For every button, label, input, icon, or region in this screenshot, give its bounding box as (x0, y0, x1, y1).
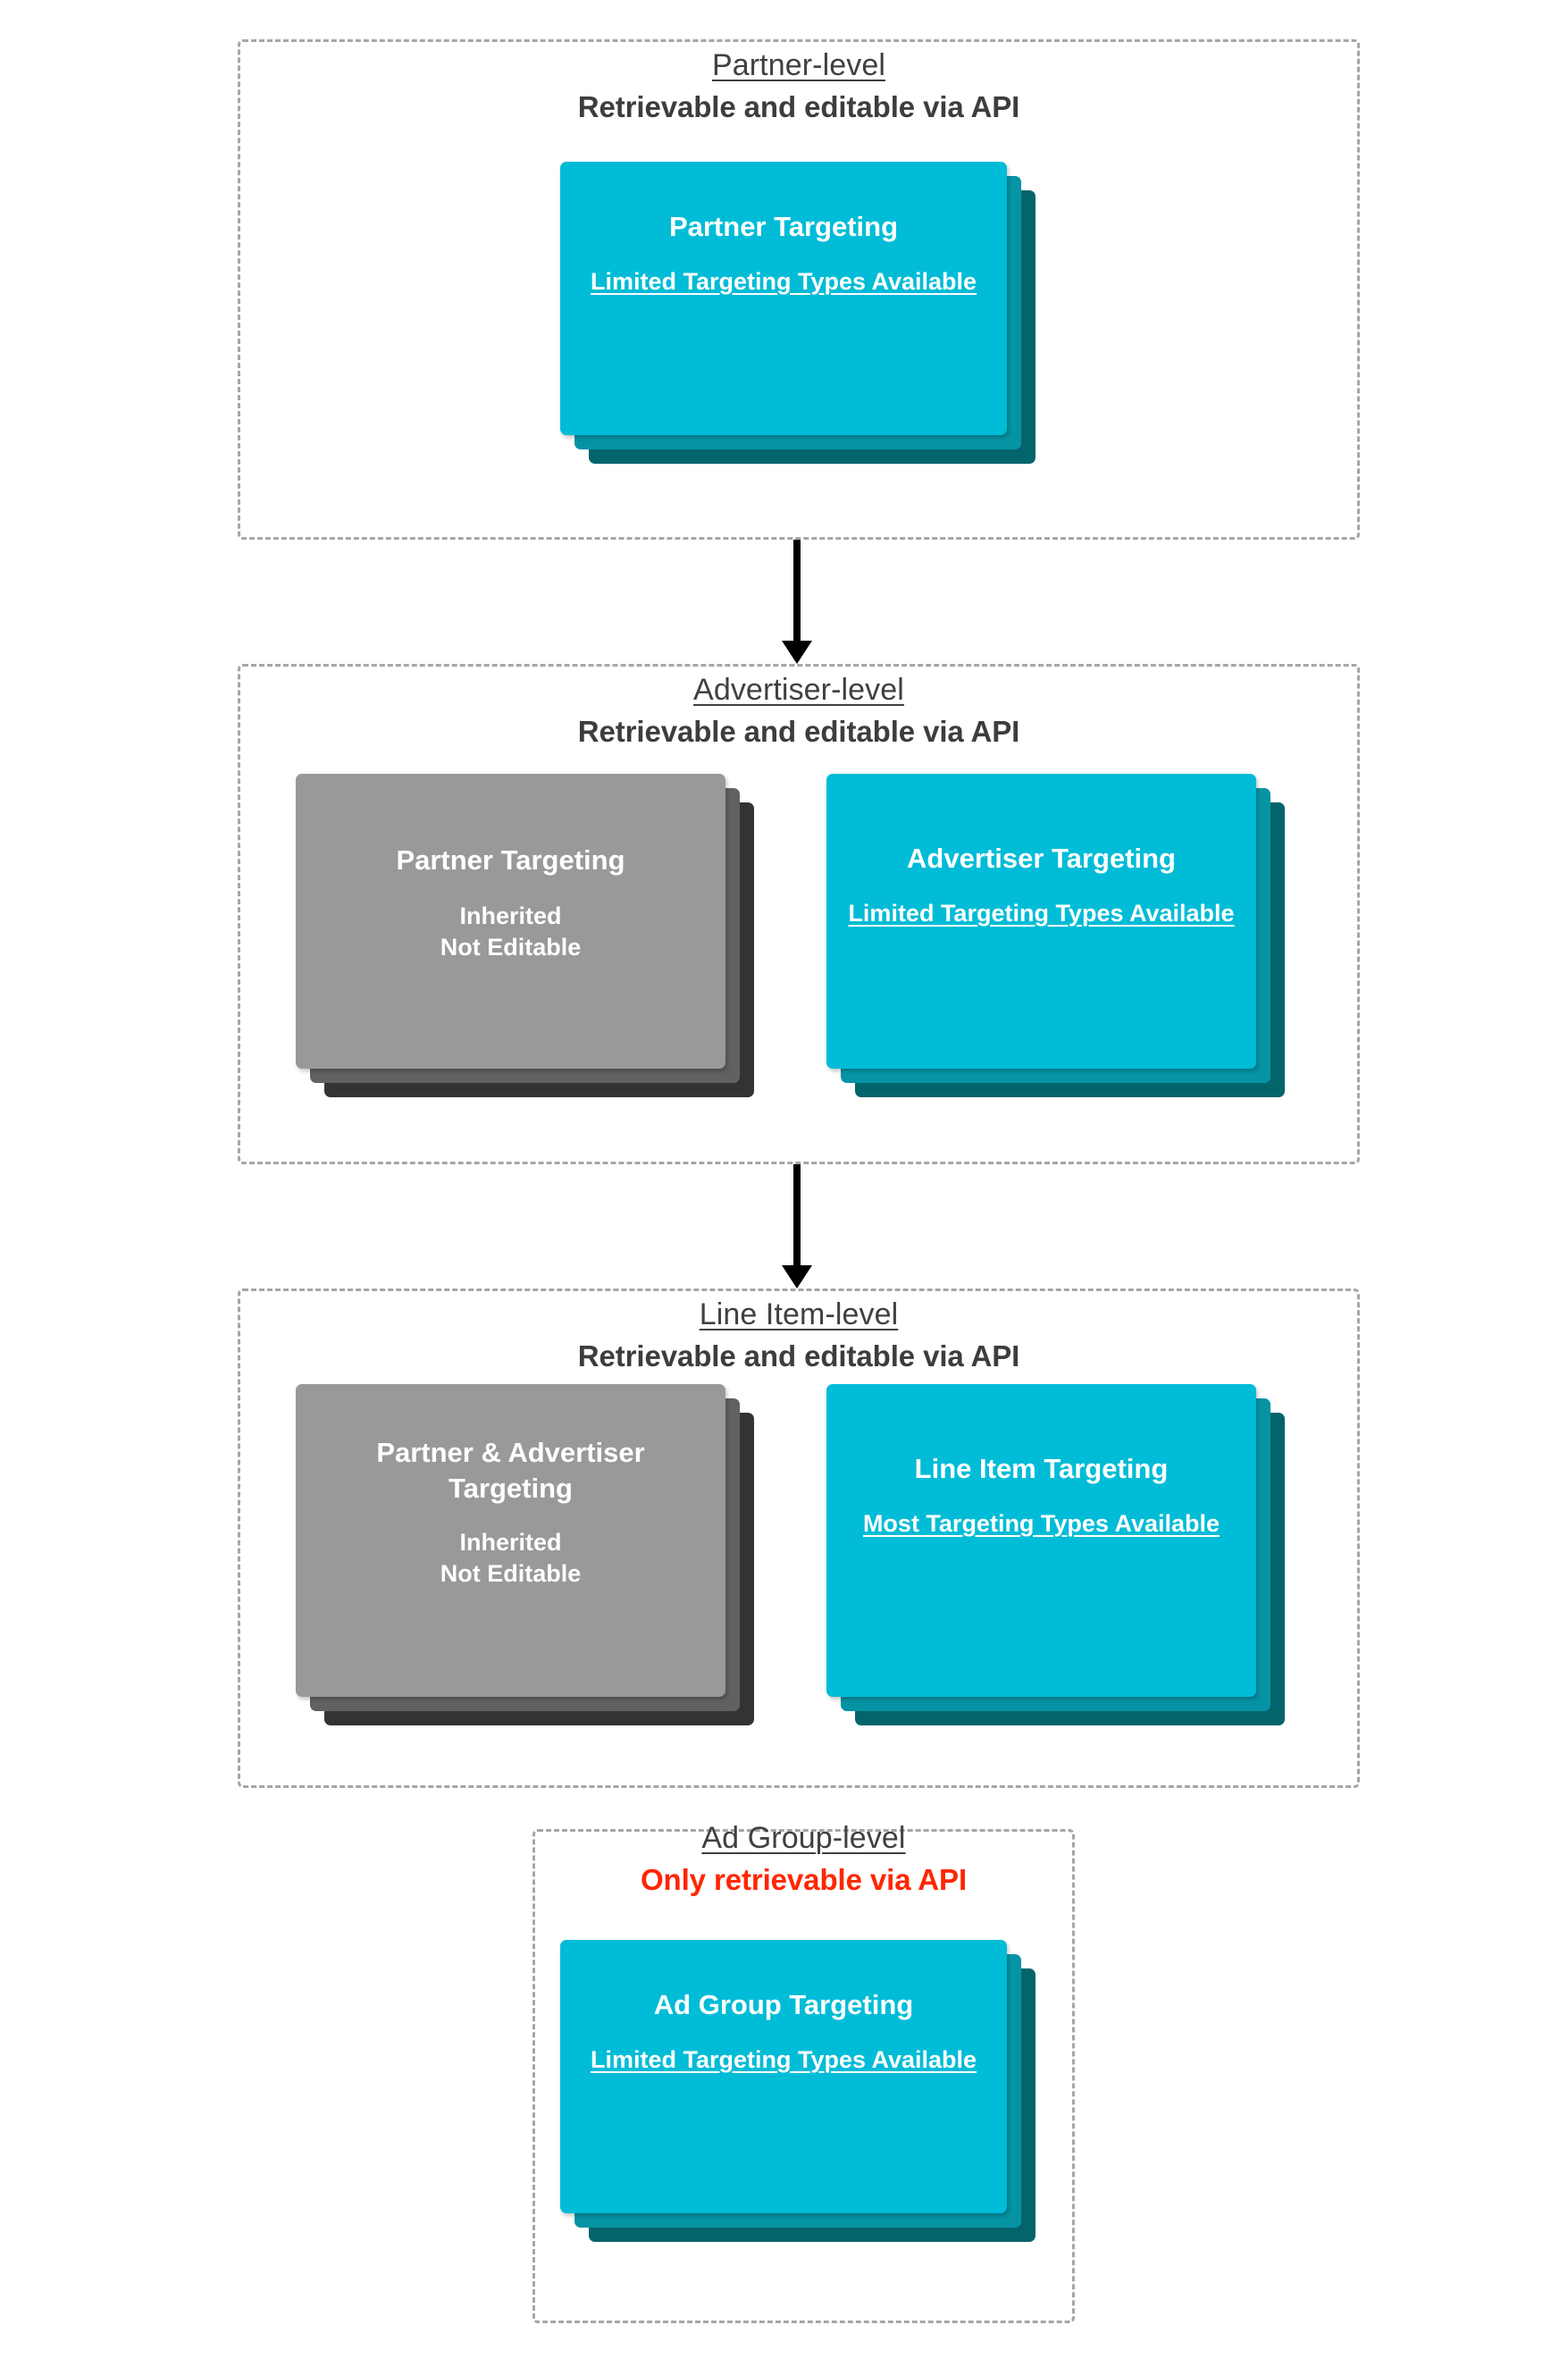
card-title: Partner Targeting (396, 844, 625, 876)
arrow-advertiser-to-line-item (782, 1164, 812, 1288)
card-title: Partner & Advertiser Targeting (376, 1437, 645, 1504)
card-subtitle: Limited Targeting Types Available (590, 2045, 977, 2073)
card-stack-line-item-inherited: Partner & Advertiser Targeting Inherited… (296, 1384, 754, 1725)
arrow-shaft (793, 540, 801, 641)
level-heading-partner: Partner-level Retrievable and editable v… (238, 46, 1360, 125)
arrow-partner-to-advertiser (782, 540, 812, 664)
card-inherited-partner-advertiser-targeting[interactable]: Partner & Advertiser Targeting Inherited… (296, 1384, 725, 1697)
card-title: Advertiser Targeting (907, 843, 1176, 874)
card-stack-line-item-targeting: Line Item Targeting Most Targeting Types… (826, 1384, 1285, 1725)
card-subtitle: Most Targeting Types Available (862, 1509, 1220, 1537)
level-heading-ad-group: Ad Group-level Only retrievable via API (532, 1819, 1075, 1898)
level-heading-line-item: Line Item-level Retrievable and editable… (238, 1296, 1360, 1374)
card-title: Partner Targeting (668, 211, 899, 242)
card-title: Line Item Targeting (914, 1453, 1169, 1484)
arrow-shaft (793, 1164, 801, 1265)
card-title: Ad Group Targeting (653, 1989, 914, 2020)
card-ad-group-targeting[interactable]: Ad Group Targeting Limited Targeting Typ… (560, 1940, 1007, 2213)
card-subtitle: Inherited Not Editable (440, 902, 582, 961)
level-title-ad-group: Ad Group-level (701, 1821, 906, 1855)
card-advertiser-targeting[interactable]: Advertiser Targeting Limited Targeting T… (826, 774, 1256, 1069)
level-api-note-line-item: Retrievable and editable via API (577, 1339, 1020, 1372)
card-line-item-targeting[interactable]: Line Item Targeting Most Targeting Types… (826, 1384, 1256, 1697)
level-api-note-advertiser: Retrievable and editable via API (577, 714, 1020, 748)
level-title-line-item: Line Item-level (699, 1297, 899, 1331)
arrow-head-icon (782, 1265, 812, 1288)
card-subtitle: Limited Targeting Types Available (848, 899, 1235, 927)
card-inherited-partner-targeting[interactable]: Partner Targeting Inherited Not Editable (296, 774, 725, 1069)
level-title-advertiser: Advertiser-level (693, 673, 904, 707)
card-subtitle: Limited Targeting Types Available (590, 267, 977, 295)
level-api-note-ad-group: Only retrievable via API (640, 1862, 968, 1896)
card-stack-ad-group-targeting: Ad Group Targeting Limited Targeting Typ… (560, 1940, 1036, 2242)
card-partner-targeting[interactable]: Partner Targeting Limited Targeting Type… (560, 162, 1007, 435)
level-heading-advertiser: Advertiser-level Retrievable and editabl… (238, 671, 1360, 750)
arrow-head-icon (782, 641, 812, 664)
level-api-note-partner: Retrievable and editable via API (577, 89, 1020, 123)
card-stack-advertiser-inherited: Partner Targeting Inherited Not Editable (296, 774, 754, 1097)
level-title-partner: Partner-level (711, 48, 886, 82)
card-stack-partner-targeting: Partner Targeting Limited Targeting Type… (560, 162, 1036, 464)
card-stack-advertiser-targeting: Advertiser Targeting Limited Targeting T… (826, 774, 1285, 1097)
card-subtitle: Inherited Not Editable (440, 1529, 582, 1588)
